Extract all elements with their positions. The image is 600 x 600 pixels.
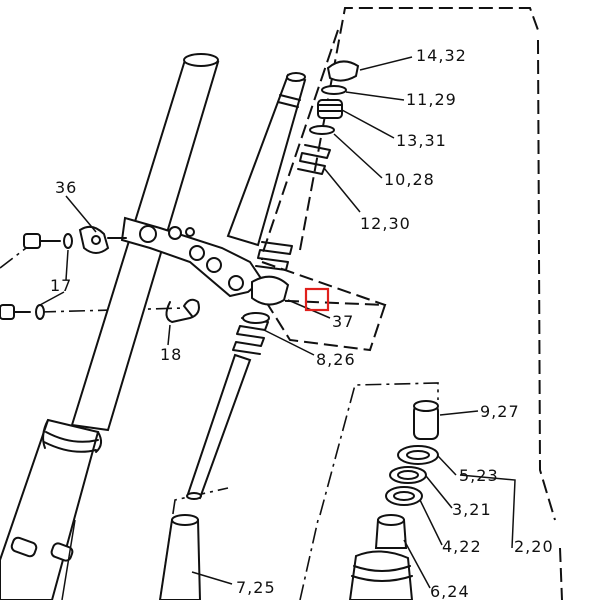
label-17: 17 [50,276,72,295]
label-7-25: 7,25 [236,578,276,597]
label-5-23: 5,23 [459,466,499,485]
callout-labels: 14,32 11,29 13,31 10,28 12,30 36 17 18 3… [50,46,554,600]
label-9-27: 9,27 [480,402,520,421]
part-37-box [261,261,387,352]
right-fork-tube [226,72,307,247]
lower-tube-7-25 [158,514,202,600]
label-18: 18 [160,345,182,364]
damper-rod [186,312,270,500]
spring-8-26 [232,312,270,355]
label-14-32: 14,32 [416,46,467,65]
label-10-28: 10,28 [384,170,435,189]
label-11-29: 11,29 [406,90,457,109]
clip-18 [165,298,200,323]
label-4-22: 4,22 [442,537,482,556]
fork-bridge [120,216,290,306]
label-2-20: 2,20 [514,537,554,556]
top-cap-stack [255,60,360,271]
lower-right-assembly [348,400,439,600]
label-3-21: 3,21 [452,500,492,519]
label-37: 37 [332,312,354,331]
bolt-upper [23,233,73,249]
part-36 [78,225,127,254]
label-13-31: 13,31 [396,131,447,150]
label-12-30: 12,30 [360,214,411,233]
bolt-lower [0,304,45,320]
label-6-24: 6,24 [430,582,470,600]
label-36: 36 [55,178,77,197]
label-8-26: 8,26 [316,350,356,369]
leader-lines [39,56,516,589]
highlight-box [304,287,330,312]
